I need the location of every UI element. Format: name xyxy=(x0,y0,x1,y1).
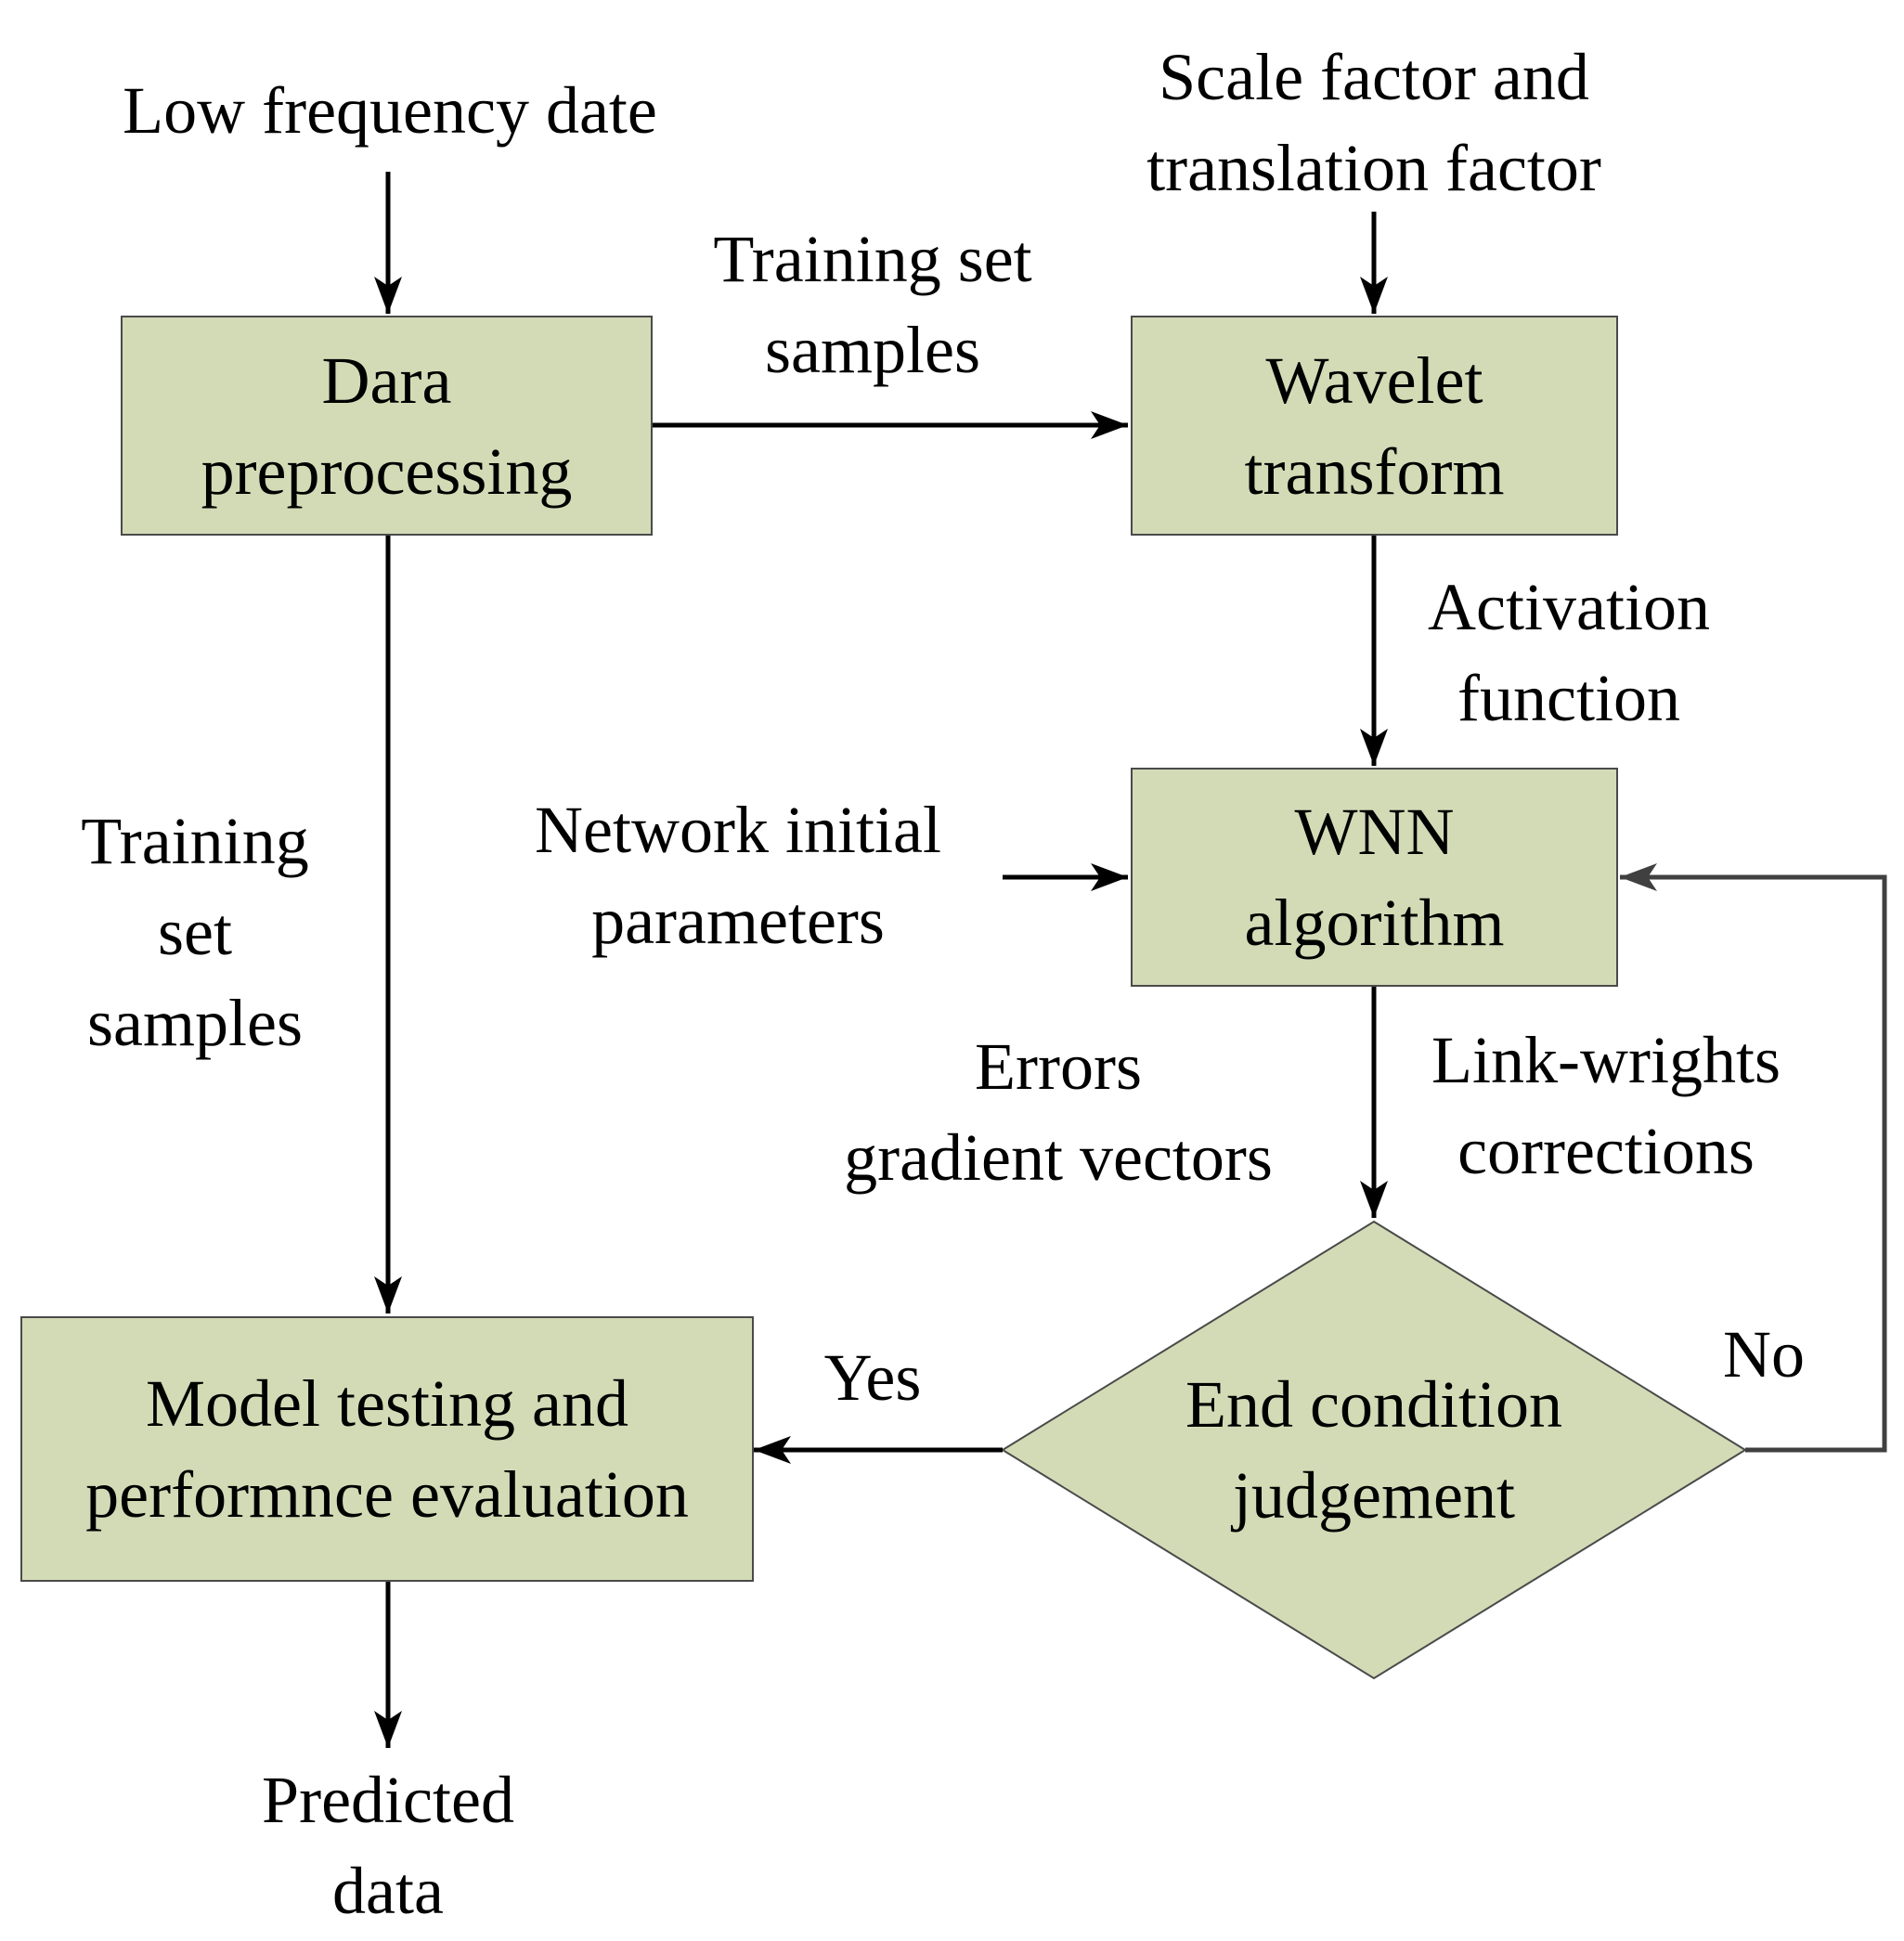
end-condition-line1: End condition xyxy=(1185,1367,1562,1442)
arrow-no-feedback-to-wnn xyxy=(1620,863,1887,1453)
errors-label: Errors gradient vectors xyxy=(808,1021,1309,1203)
link-weights-line2: corrections xyxy=(1457,1114,1755,1188)
model-testing-node: Model testing and performnce evaluation xyxy=(20,1316,754,1582)
network-params-line2: parameters xyxy=(591,884,885,958)
wavelet-transform-line2: transform xyxy=(1244,433,1505,509)
model-testing-line2: performnce evaluation xyxy=(85,1457,689,1532)
wnn-algorithm-line2: algorithm xyxy=(1244,886,1505,960)
low-frequency-text: Low frequency date xyxy=(123,73,657,148)
model-testing-line1: Model testing and xyxy=(146,1366,628,1441)
no-text: No xyxy=(1723,1317,1805,1391)
wnn-algorithm-line1: WNN xyxy=(1294,795,1455,869)
wavelet-transform-line1: Wavelet xyxy=(1265,343,1483,418)
activation-label: Activation function xyxy=(1383,562,1755,744)
data-preprocessing-line2: preprocessing xyxy=(201,433,573,509)
scale-factor-line1: Scale factor and xyxy=(1159,40,1589,114)
data-preprocessing-line1: Dara xyxy=(321,343,452,418)
network-params-line1: Network initial xyxy=(535,793,941,867)
training-set-top-line1: Training set xyxy=(713,222,1032,296)
network-params-label: Network initial parameters xyxy=(492,784,984,966)
end-condition-line2: judgement xyxy=(1233,1458,1515,1533)
scale-factor-line2: translation factor xyxy=(1146,131,1601,205)
link-weights-label: Link-wrights corrections xyxy=(1392,1015,1820,1197)
activation-line1: Activation xyxy=(1428,570,1710,644)
training-set-left-label: Training set samples xyxy=(46,796,343,1068)
yes-text: Yes xyxy=(823,1340,922,1415)
data-preprocessing-node: Dara preprocessing xyxy=(121,316,653,536)
scale-factor-label: Scale factor and translation factor xyxy=(1077,32,1671,214)
wavelet-transform-node: Wavelet transform xyxy=(1131,316,1618,536)
predicted-line1: Predicted xyxy=(262,1763,514,1837)
activation-line2: function xyxy=(1457,661,1680,735)
no-label: No xyxy=(1699,1309,1829,1400)
training-set-left-line2: set xyxy=(158,895,232,969)
end-condition-diamond xyxy=(1001,1220,1747,1680)
low-frequency-label: Low frequency date xyxy=(56,65,724,156)
training-set-top-label: Training set samples xyxy=(650,214,1095,395)
end-condition-label: End condition judgement xyxy=(1003,1357,1745,1543)
training-set-left-line3: samples xyxy=(87,986,303,1060)
training-set-left-line1: Training xyxy=(81,804,309,878)
predicted-label: Predicted data xyxy=(202,1754,574,1936)
errors-line2: gradient vectors xyxy=(844,1120,1273,1195)
errors-line1: Errors xyxy=(975,1029,1142,1104)
training-set-top-line2: samples xyxy=(765,313,980,387)
yes-label: Yes xyxy=(798,1332,947,1423)
wnn-algorithm-node: WNN algorithm xyxy=(1131,768,1618,987)
link-weights-line1: Link-wrights xyxy=(1431,1023,1781,1097)
predicted-line2: data xyxy=(332,1854,444,1928)
